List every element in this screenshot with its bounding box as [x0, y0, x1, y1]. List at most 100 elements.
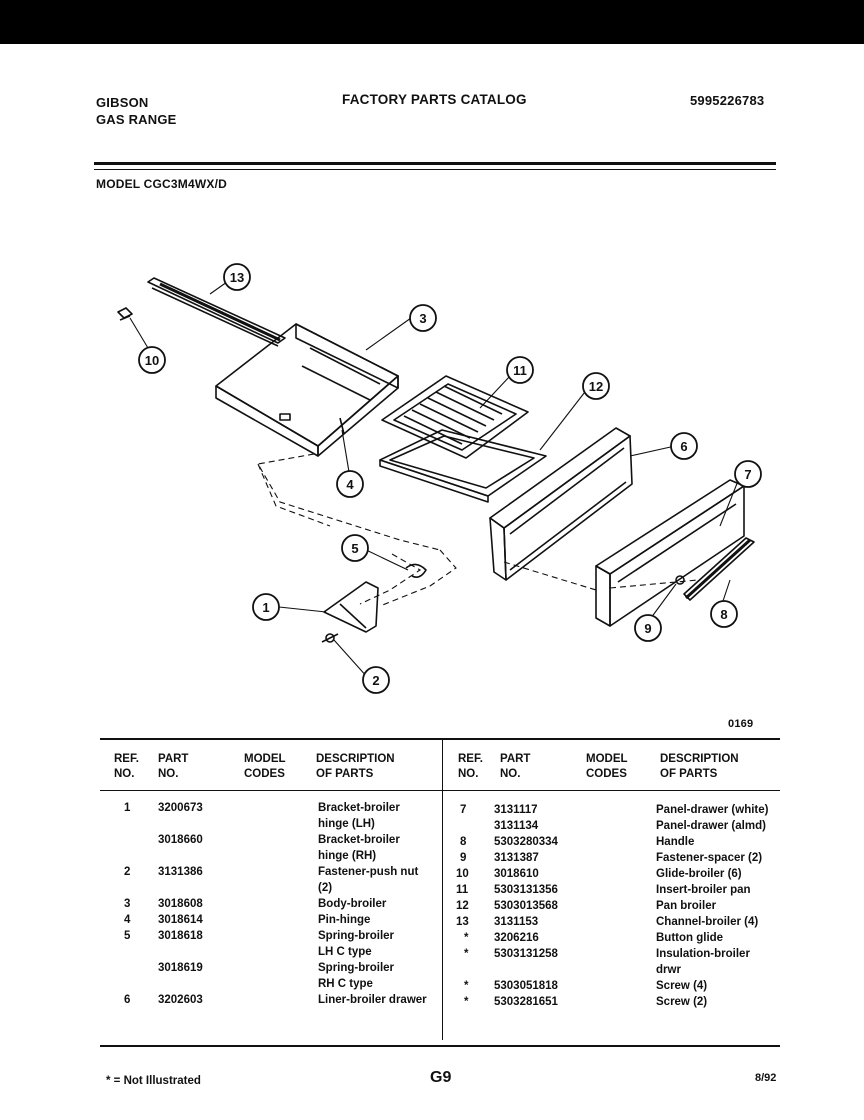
- table-row-desc: Panel-drawer (white): [656, 804, 769, 816]
- header-rule-thick: [94, 162, 776, 165]
- header-part-no-right: PART NO.: [500, 753, 531, 780]
- table-row-part: 3018610: [494, 868, 539, 880]
- table-row-ref: 8: [460, 836, 467, 848]
- table-row-desc: Button glide: [656, 932, 724, 944]
- scan-top-border: [0, 0, 864, 44]
- table-row-part: 5303131258: [494, 948, 558, 960]
- table-row-part: 5303281651: [494, 996, 558, 1008]
- table-row-part: 5303280334: [494, 836, 558, 848]
- page-code: G9: [430, 1069, 452, 1086]
- table-row-ref: *: [464, 948, 469, 960]
- table-row-part: 3206216: [494, 932, 539, 944]
- catalog-date: 8/92: [755, 1072, 777, 1084]
- table-row-ref: 6: [124, 994, 131, 1006]
- part-channel-broiler: [147, 277, 286, 347]
- callout-label: 12: [589, 379, 603, 394]
- callout-11: [506, 356, 534, 384]
- table-row-part: 3131134: [494, 820, 539, 832]
- table-row-part: 5303013568: [494, 900, 558, 912]
- table-row-ref: 4: [124, 914, 131, 926]
- part-pan-broiler: [379, 429, 547, 503]
- part-glide-broiler: [117, 307, 133, 321]
- header-rule-thin: [94, 169, 776, 170]
- header-description: DESCRIPTION OF PARTS: [316, 753, 395, 780]
- table-row-part: 5303131356: [494, 884, 558, 896]
- table-row-ref: 11: [456, 884, 469, 896]
- table-row-ref: 2: [124, 866, 131, 878]
- callout-6: [670, 432, 698, 460]
- table-row-part: 3131153: [494, 916, 539, 928]
- table-header-rule: [100, 790, 780, 791]
- table-row-desc: Channel-broiler (4): [656, 916, 759, 928]
- table-row-part: 3131386: [158, 866, 203, 878]
- table-row-part: 3018614: [158, 914, 203, 926]
- part-fastener-push-nut: [321, 633, 339, 643]
- callout-1: [252, 593, 280, 621]
- part-bracket-broiler-hinge: [323, 581, 379, 633]
- table-row-ref: 3: [124, 898, 131, 910]
- table-row-part: 3200673: [158, 802, 203, 814]
- table-row-ref: 13: [456, 916, 469, 928]
- part-body-broiler: [215, 323, 399, 457]
- callout-label: 3: [419, 311, 426, 326]
- catalog-number: 5995226783: [690, 93, 765, 108]
- table-row-desc: Spring-broiler LH C type: [318, 930, 395, 958]
- callout-label: 6: [680, 439, 687, 454]
- table-row-desc: Fastener-spacer (2): [656, 852, 763, 864]
- table-row-part: 3018660: [158, 834, 203, 846]
- callout-4: [336, 470, 364, 498]
- header-ref-no: REF. NO.: [114, 753, 139, 780]
- table-top-rule: [100, 738, 780, 740]
- table-row-part: 3018619: [158, 962, 203, 974]
- table-row-desc: Screw (4): [656, 980, 708, 992]
- table-row-ref: 7: [460, 804, 467, 816]
- table-row-part: 3131387: [494, 852, 539, 864]
- product-name: GAS RANGE: [96, 112, 177, 127]
- table-row-part: 5303051818: [494, 980, 558, 992]
- table-row-desc: Bracket-broiler hinge (RH): [318, 834, 400, 862]
- callout-label: 13: [230, 270, 244, 285]
- callout-label: 4: [346, 477, 354, 492]
- table-row-part: 3131117: [494, 804, 538, 816]
- not-illustrated-note: * = Not Illustrated: [106, 1075, 201, 1087]
- callout-label: 8: [720, 607, 727, 622]
- callout-label: 9: [644, 621, 651, 636]
- callout-label: 10: [145, 353, 159, 368]
- exploded-parts-diagram: 13 10 3 4 11 12 6 7 8 9 5 1 2: [117, 263, 762, 694]
- table-row-desc: Body-broiler: [318, 898, 387, 910]
- callout-3: [409, 304, 437, 332]
- table-row-desc: Spring-broiler RH C type: [318, 962, 395, 990]
- part-spring-broiler: [405, 563, 427, 578]
- figure-code: 0169: [728, 718, 754, 730]
- callout-label: 7: [744, 467, 751, 482]
- table-row-desc: Bracket-broiler hinge (LH): [318, 802, 400, 830]
- header-description-right: DESCRIPTION OF PARTS: [660, 753, 739, 780]
- table-row-ref: *: [464, 996, 469, 1008]
- table-row-desc: Pin-hinge: [318, 914, 371, 926]
- callout-2: [362, 666, 390, 694]
- callout-13: [223, 263, 251, 291]
- callout-12: [582, 372, 610, 400]
- part-insert-broiler-pan: [381, 375, 529, 459]
- table-row-ref: 5: [124, 930, 131, 942]
- model-line: MODEL CGC3M4WX/D: [96, 177, 227, 191]
- table-row-part: 3018608: [158, 898, 203, 910]
- footer-rule: [100, 1045, 780, 1047]
- table-row-desc: Liner-broiler drawer: [318, 994, 427, 1006]
- brand-name: GIBSON: [96, 95, 149, 110]
- callout-label: 1: [262, 600, 269, 615]
- table-row-part: 3202603: [158, 994, 203, 1006]
- catalog-title: FACTORY PARTS CATALOG: [342, 92, 527, 107]
- table-row-ref: *: [464, 932, 469, 944]
- callout-5: [341, 534, 369, 562]
- callout-9: [634, 614, 662, 642]
- callout-label: 5: [351, 541, 358, 556]
- table-row-desc: Glide-broiler (6): [656, 868, 742, 880]
- table-row-part: 3018618: [158, 930, 203, 942]
- table-row-ref: 10: [456, 868, 469, 880]
- table-row-ref: 12: [456, 900, 469, 912]
- table-row-desc: Pan broiler: [656, 900, 717, 912]
- header-model-codes: MODEL CODES: [244, 753, 286, 780]
- part-pin-hinge: [339, 417, 345, 435]
- part-fastener-spacer: [675, 575, 685, 585]
